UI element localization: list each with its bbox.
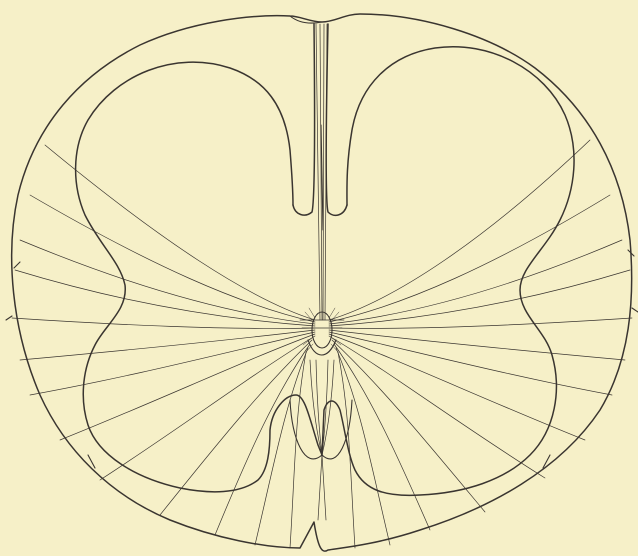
dorsal-septum-left: [293, 24, 315, 215]
right-radiating-fibers: [329, 140, 632, 548]
right-inner-lobe: [322, 47, 574, 496]
median-fiber-bundle: [316, 24, 327, 320]
left-inner-lobe: [76, 62, 322, 492]
left-radiating-fibers: [12, 145, 315, 548]
ventral-fissure: [290, 360, 352, 520]
dorsal-septum-right: [326, 24, 347, 215]
